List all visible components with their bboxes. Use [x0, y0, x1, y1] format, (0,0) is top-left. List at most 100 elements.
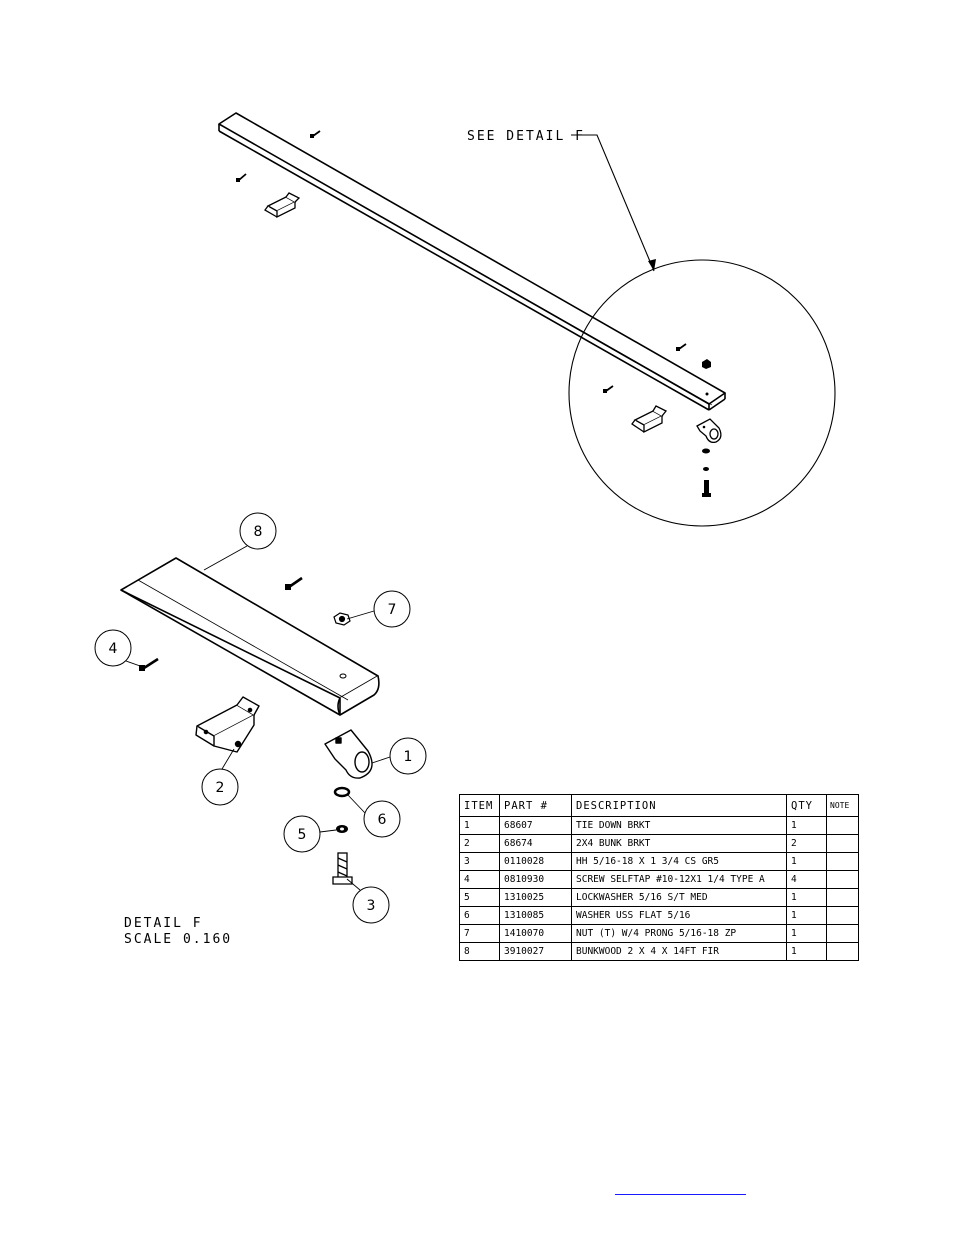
detail-scale: SCALE 0.160 — [124, 932, 232, 947]
balloon-2-label: 2 — [216, 780, 225, 796]
bom-header-qty: QTY — [786, 794, 827, 817]
bom-item: 7 — [459, 924, 500, 943]
circle-tie-down-bracket — [696, 418, 722, 444]
detail-screw-upper — [285, 576, 303, 590]
bom-qty: 1 — [786, 924, 827, 943]
table-row: 3 0110028 HH 5/16-18 X 1 3/4 CS GR5 1 — [459, 852, 859, 871]
balloon-4 — [94, 629, 132, 667]
bom-item: 6 — [459, 906, 500, 925]
balloon-8-label: 8 — [254, 524, 263, 540]
balloon-leaders — [125, 545, 391, 891]
bom-header-description: DESCRIPTION — [571, 794, 787, 817]
circle-screw-b — [603, 385, 614, 393]
balloon-7-label: 7 — [388, 602, 397, 618]
table-row: 7 1410070 NUT (T) W/4 PRONG 5/16-18 ZP 1 — [459, 924, 859, 943]
balloon-4-label: 4 — [109, 641, 118, 657]
overview-bunk-board — [218, 112, 726, 411]
bom-item: 5 — [459, 888, 500, 907]
detail-hex-bolt — [332, 852, 353, 885]
detail-circle — [568, 259, 836, 527]
table-row: 1 68607 TIE DOWN BRKT 1 — [459, 816, 859, 835]
overview-bolt-hole — [705, 392, 709, 396]
overview-bunk-bracket — [264, 192, 301, 219]
bom-header-part: PART # — [499, 794, 572, 817]
balloon-8 — [239, 512, 277, 550]
leader-arrowhead — [648, 259, 656, 271]
detail-bolt-hole — [339, 673, 347, 679]
detail-bunkwood — [120, 557, 380, 716]
table-row: 5 1310025 LOCKWASHER 5/16 S/T MED 1 — [459, 888, 859, 907]
balloon-5 — [283, 815, 321, 853]
detail-lockwasher — [336, 825, 348, 833]
circle-bunk-bracket — [631, 405, 668, 434]
balloon-6-label: 6 — [378, 812, 387, 828]
bom-note — [826, 906, 859, 925]
bom-part-number: 1310025 — [499, 888, 572, 907]
bom-part-number: 1410070 — [499, 924, 572, 943]
bom-description: BUNKWOOD 2 X 4 X 14FT FIR — [571, 942, 787, 961]
bom-description: 2X4 BUNK BRKT — [571, 834, 787, 853]
bom-item: 2 — [459, 834, 500, 853]
circle-tnut — [702, 359, 711, 369]
balloon-3-label: 3 — [367, 898, 376, 914]
bom-part-number: 68674 — [499, 834, 572, 853]
bom-header-note: NOTE — [826, 794, 859, 817]
table-row: 6 1310085 WASHER USS FLAT 5/16 1 — [459, 906, 859, 925]
bom-item: 3 — [459, 852, 500, 871]
bom-note — [826, 816, 859, 835]
bom-note — [826, 870, 859, 889]
detail-screw-item4 — [139, 657, 159, 671]
bom-part-number: 0110028 — [499, 852, 572, 871]
bom-description: HH 5/16-18 X 1 3/4 CS GR5 — [571, 852, 787, 871]
circle-bolt — [702, 480, 711, 497]
bom-item: 4 — [459, 870, 500, 889]
detail-title: DETAIL F — [124, 916, 203, 931]
balloon-7 — [373, 590, 411, 628]
bom-item: 8 — [459, 942, 500, 961]
balloon-6 — [363, 800, 401, 838]
bom-qty: 1 — [786, 906, 827, 925]
circle-washer — [702, 448, 710, 454]
bill-of-materials-table: ITEM PART # DESCRIPTION QTY NOTE 1 68607… — [459, 794, 859, 961]
table-row: 4 0810930 SCREW SELFTAP #10-12X1 1/4 TYP… — [459, 870, 859, 889]
bom-part-number: 3910027 — [499, 942, 572, 961]
detail-tnut — [333, 612, 351, 626]
bom-qty: 1 — [786, 888, 827, 907]
detail-flat-washer — [333, 786, 351, 798]
bom-qty: 1 — [786, 816, 827, 835]
overview-screw-b — [236, 173, 247, 182]
balloon-2 — [201, 768, 239, 806]
circle-screw-a — [676, 343, 687, 351]
bom-qty: 2 — [786, 834, 827, 853]
bom-description: NUT (T) W/4 PRONG 5/16-18 ZP — [571, 924, 787, 943]
bom-part-number: 68607 — [499, 816, 572, 835]
bom-qty: 4 — [786, 870, 827, 889]
bom-note — [826, 852, 859, 871]
bom-note — [826, 834, 859, 853]
bom-part-number: 1310085 — [499, 906, 572, 925]
bom-note — [826, 888, 859, 907]
balloon-3 — [352, 886, 390, 924]
table-row: 8 3910027 BUNKWOOD 2 X 4 X 14FT FIR 1 — [459, 942, 859, 961]
balloon-1 — [389, 737, 427, 775]
table-row: 2 68674 2X4 BUNK BRKT 2 — [459, 834, 859, 853]
overview-screw-a — [310, 130, 321, 138]
bom-note — [826, 942, 859, 961]
bom-header-item: ITEM — [459, 794, 500, 817]
bom-part-number: 0810930 — [499, 870, 572, 889]
bom-qty: 1 — [786, 852, 827, 871]
bom-description: TIE DOWN BRKT — [571, 816, 787, 835]
bom-note — [826, 924, 859, 943]
footer-link[interactable] — [615, 1182, 746, 1195]
balloon-5-label: 5 — [298, 827, 307, 843]
detail-bunk-bracket — [195, 696, 260, 753]
circle-lockwasher — [703, 467, 709, 471]
bom-header-row: ITEM PART # DESCRIPTION QTY NOTE — [459, 794, 859, 817]
balloon-1-label: 1 — [404, 749, 413, 765]
detail-tie-down-bracket — [324, 729, 373, 779]
bom-description: WASHER USS FLAT 5/16 — [571, 906, 787, 925]
detail-callout-leader — [571, 134, 655, 272]
bom-item: 1 — [459, 816, 500, 835]
bom-description: LOCKWASHER 5/16 S/T MED — [571, 888, 787, 907]
